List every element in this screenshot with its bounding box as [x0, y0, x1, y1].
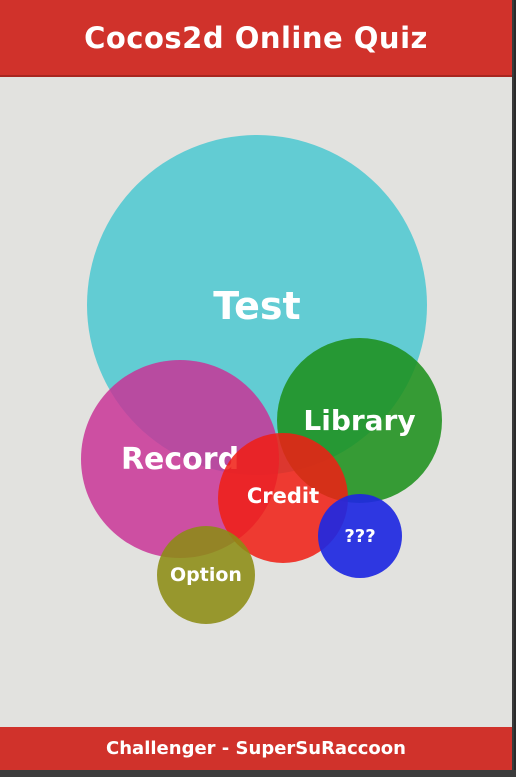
unknown-label: ???	[344, 525, 376, 547]
credit-label: Credit	[246, 484, 320, 508]
option-label: Option	[170, 564, 242, 586]
window-bottom-edge	[0, 770, 516, 777]
unknown-button[interactable]: ???	[318, 494, 402, 578]
title-bar: Cocos2d Online Quiz	[0, 0, 512, 77]
library-label: Library	[303, 404, 416, 437]
page-title: Cocos2d Online Quiz	[84, 20, 428, 55]
option-button[interactable]: Option	[157, 526, 255, 624]
footer-text: Challenger - SuperSuRaccoon	[106, 738, 406, 759]
test-label: Test	[213, 284, 301, 328]
footer-bar: Challenger - SuperSuRaccoon	[0, 727, 512, 770]
record-label: Record	[120, 441, 240, 477]
